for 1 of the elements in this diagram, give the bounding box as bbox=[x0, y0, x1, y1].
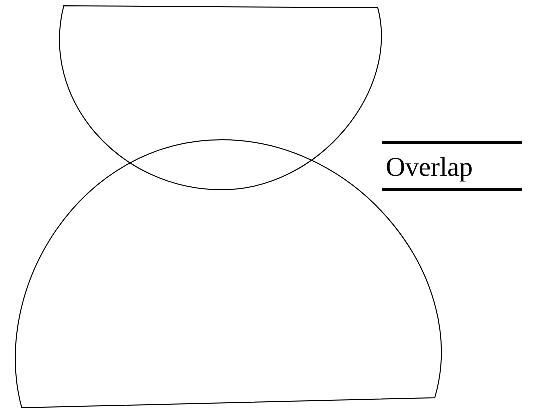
region-label: Overlap bbox=[386, 152, 473, 182]
